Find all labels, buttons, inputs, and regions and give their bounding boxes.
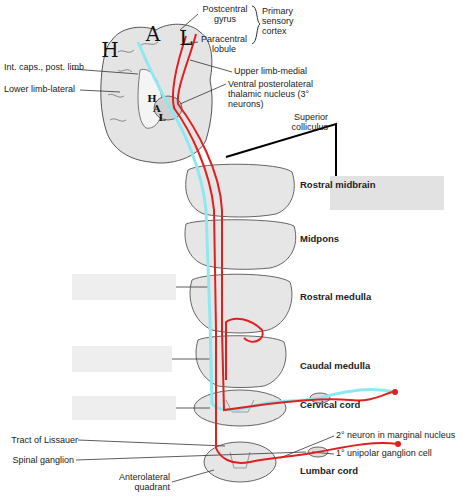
structure-label: Ventral posterolateral thalamic nucleus … [228, 79, 346, 109]
structure-label: Lower limb-lateral [4, 84, 94, 94]
structure-label: H [146, 94, 158, 104]
structure-label: Upper limb-medial [234, 66, 344, 76]
structure-label: Anterolateral quadrant [88, 472, 170, 492]
structure-label: Paracentral lobule [198, 34, 250, 54]
structure-label: Midpons [300, 234, 390, 244]
brain-section [101, 24, 212, 163]
structure-label: Superior colliculus [272, 112, 328, 132]
bracket [252, 6, 260, 44]
structure-label: 1° unipolar ganglion cell [336, 448, 472, 458]
structure-label: 2° neuron in marginal nucleus [336, 430, 472, 440]
structure-label: L [176, 28, 196, 48]
structure-label: Primary sensory cortex [262, 6, 312, 36]
structure-label: Cervical cord [300, 400, 410, 410]
blank-box [72, 346, 172, 372]
structure-label: Lumbar cord [300, 466, 400, 476]
pons-section [185, 220, 296, 270]
structure-label: Spinal ganglion [2, 455, 74, 465]
red-pathway [173, 36, 398, 463]
structure-label: H [100, 40, 120, 60]
leader-lines [72, 14, 232, 104]
lumbar-cord-section [204, 442, 276, 482]
red-loop [226, 319, 263, 380]
structure-label: Postcentral gyrus [200, 4, 250, 24]
structure-label: L [156, 113, 168, 123]
leader-lines [76, 287, 334, 482]
structure-label: Rostral midbrain [300, 180, 410, 190]
rostral-medulla-section [190, 274, 292, 333]
ganglion-cell [392, 389, 398, 395]
red-pathway [178, 34, 392, 410]
structure-label: Tract of Lissauer [2, 435, 78, 445]
blank-box [72, 274, 176, 300]
structure-label: Rostral medulla [300, 292, 410, 302]
structure-label: Caudal medulla [300, 361, 410, 371]
blank-box [72, 396, 176, 420]
structure-label: Int. caps., post. limb [4, 62, 116, 72]
ganglion-cell [395, 441, 401, 447]
structure-label: A [140, 24, 166, 44]
cyan-pathway [138, 42, 395, 410]
